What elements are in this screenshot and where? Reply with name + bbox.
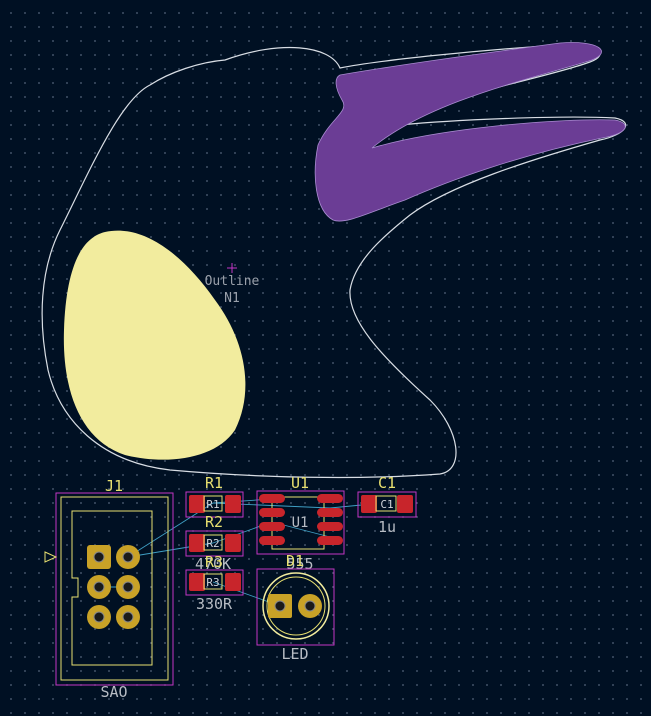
c1-fab-label: C1 <box>380 498 393 511</box>
r3-value-label: 330R <box>196 595 233 613</box>
c1-footprint[interactable] <box>357 491 417 518</box>
r1-footprint[interactable] <box>185 491 244 518</box>
silk-blob-graphic <box>63 230 246 460</box>
r1-ref-label: R1 <box>205 474 223 492</box>
r2-value-label: 470K <box>195 555 231 573</box>
j1-footprint[interactable] <box>44 492 174 686</box>
r3-fab-label: R3 <box>206 576 219 589</box>
silk-horn-graphic <box>314 42 626 222</box>
r3-footprint[interactable] <box>185 569 244 596</box>
r2-fab-label: R2 <box>206 537 219 550</box>
c1-ref-label: C1 <box>378 474 396 492</box>
u1-fab-label: U1 <box>292 515 309 531</box>
u1-footprint[interactable] <box>256 490 345 555</box>
anchor-crosshair-icon <box>227 263 237 273</box>
r3-ref-label: R3 <box>205 553 223 571</box>
d1-ref-label: D1 <box>286 552 304 570</box>
d1-value-label: LED <box>281 645 308 663</box>
outline-ref-label: Outline <box>205 274 260 289</box>
u1-ref-label: U1 <box>291 474 309 492</box>
outline-value-label: N1 <box>224 291 240 306</box>
r1-fab-label: R1 <box>206 498 219 511</box>
r2-footprint[interactable] <box>185 530 244 557</box>
j1-ref-label: J1 <box>105 477 123 495</box>
pin1-marker-icon <box>44 551 58 563</box>
j1-value-label: SAO <box>100 683 127 701</box>
c1-value-label: 1u <box>378 518 396 536</box>
d1-footprint[interactable] <box>256 568 335 646</box>
r2-ref-label: R2 <box>205 513 223 531</box>
